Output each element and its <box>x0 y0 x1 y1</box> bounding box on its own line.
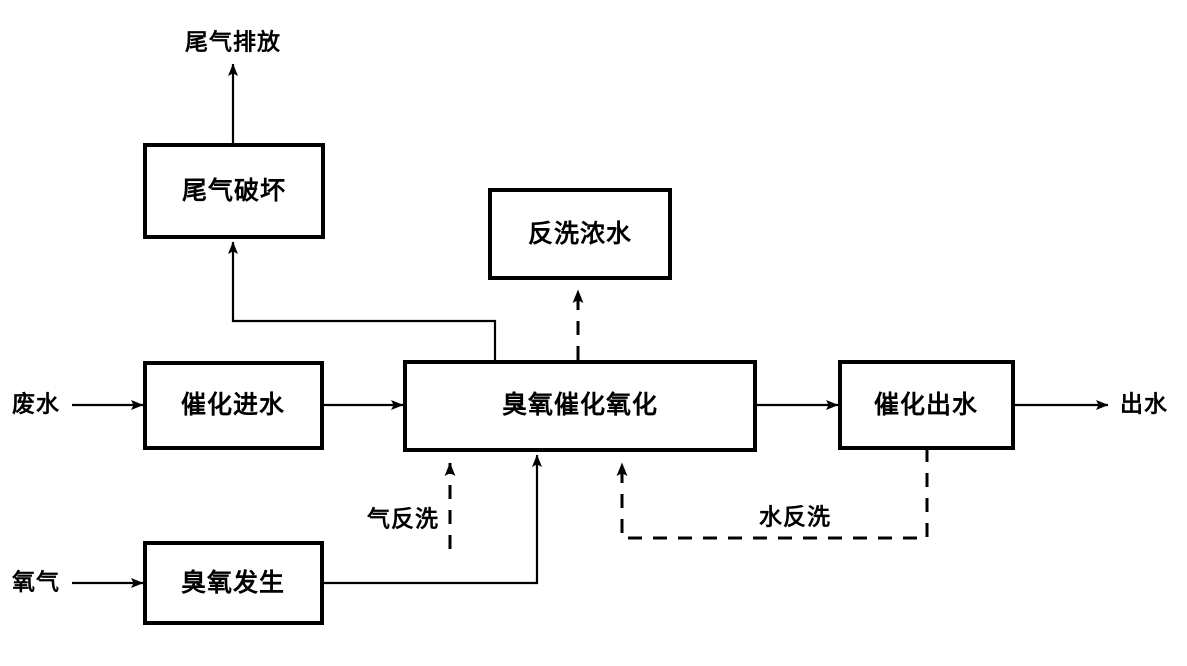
catalytic-outlet-box[interactable] <box>838 360 1015 450</box>
gas-backwash-label: 气反洗 <box>366 506 439 533</box>
oxygen-inlet-label: 氧气 <box>11 569 60 596</box>
node-backwash-water[interactable]: 反洗浓水 <box>488 188 672 280</box>
edge-ozone-generator-to-ozone-oxidation <box>322 454 542 585</box>
node-tailgas-destroy[interactable]: 尾气破坏 <box>143 143 325 239</box>
catalytic-outlet-label: 催化出水 <box>874 390 978 419</box>
ozone-oxidation-label: 臭氧催化氧化 <box>502 390 658 419</box>
water-outlet-label: 出水 <box>1120 392 1168 418</box>
wastewater-inlet-label: 废水 <box>12 391 60 418</box>
node-catalytic-outlet[interactable]: 催化出水 <box>838 360 1015 450</box>
ozone-generator-box[interactable] <box>143 541 324 625</box>
node-ozone-oxidation[interactable]: 臭氧催化氧化 <box>403 360 757 452</box>
backwash-water-label: 反洗浓水 <box>528 219 632 248</box>
tailgas-destroy-label: 尾气破坏 <box>182 176 286 205</box>
ozone-oxidation-box[interactable] <box>403 360 757 452</box>
edge-ozone-oxidation-to-tailgas-destroy <box>228 241 497 360</box>
node-catalytic-inlet[interactable]: 催化进水 <box>143 361 324 450</box>
ozone-generator-label: 臭氧发生 <box>181 568 285 597</box>
node-ozone-generator[interactable]: 臭氧发生 <box>143 541 324 625</box>
catalytic-inlet-box[interactable] <box>143 361 324 450</box>
water-backwash-label: 水反洗 <box>759 505 831 531</box>
catalytic-inlet-label: 催化进水 <box>181 390 285 419</box>
tailgas-destroy-box[interactable] <box>143 143 325 239</box>
backwash-water-box[interactable] <box>488 188 672 280</box>
edge-water-backwash-to-ozone-oxidation <box>616 448 929 540</box>
tailgas-emission-label: 尾气排放 <box>185 29 281 56</box>
